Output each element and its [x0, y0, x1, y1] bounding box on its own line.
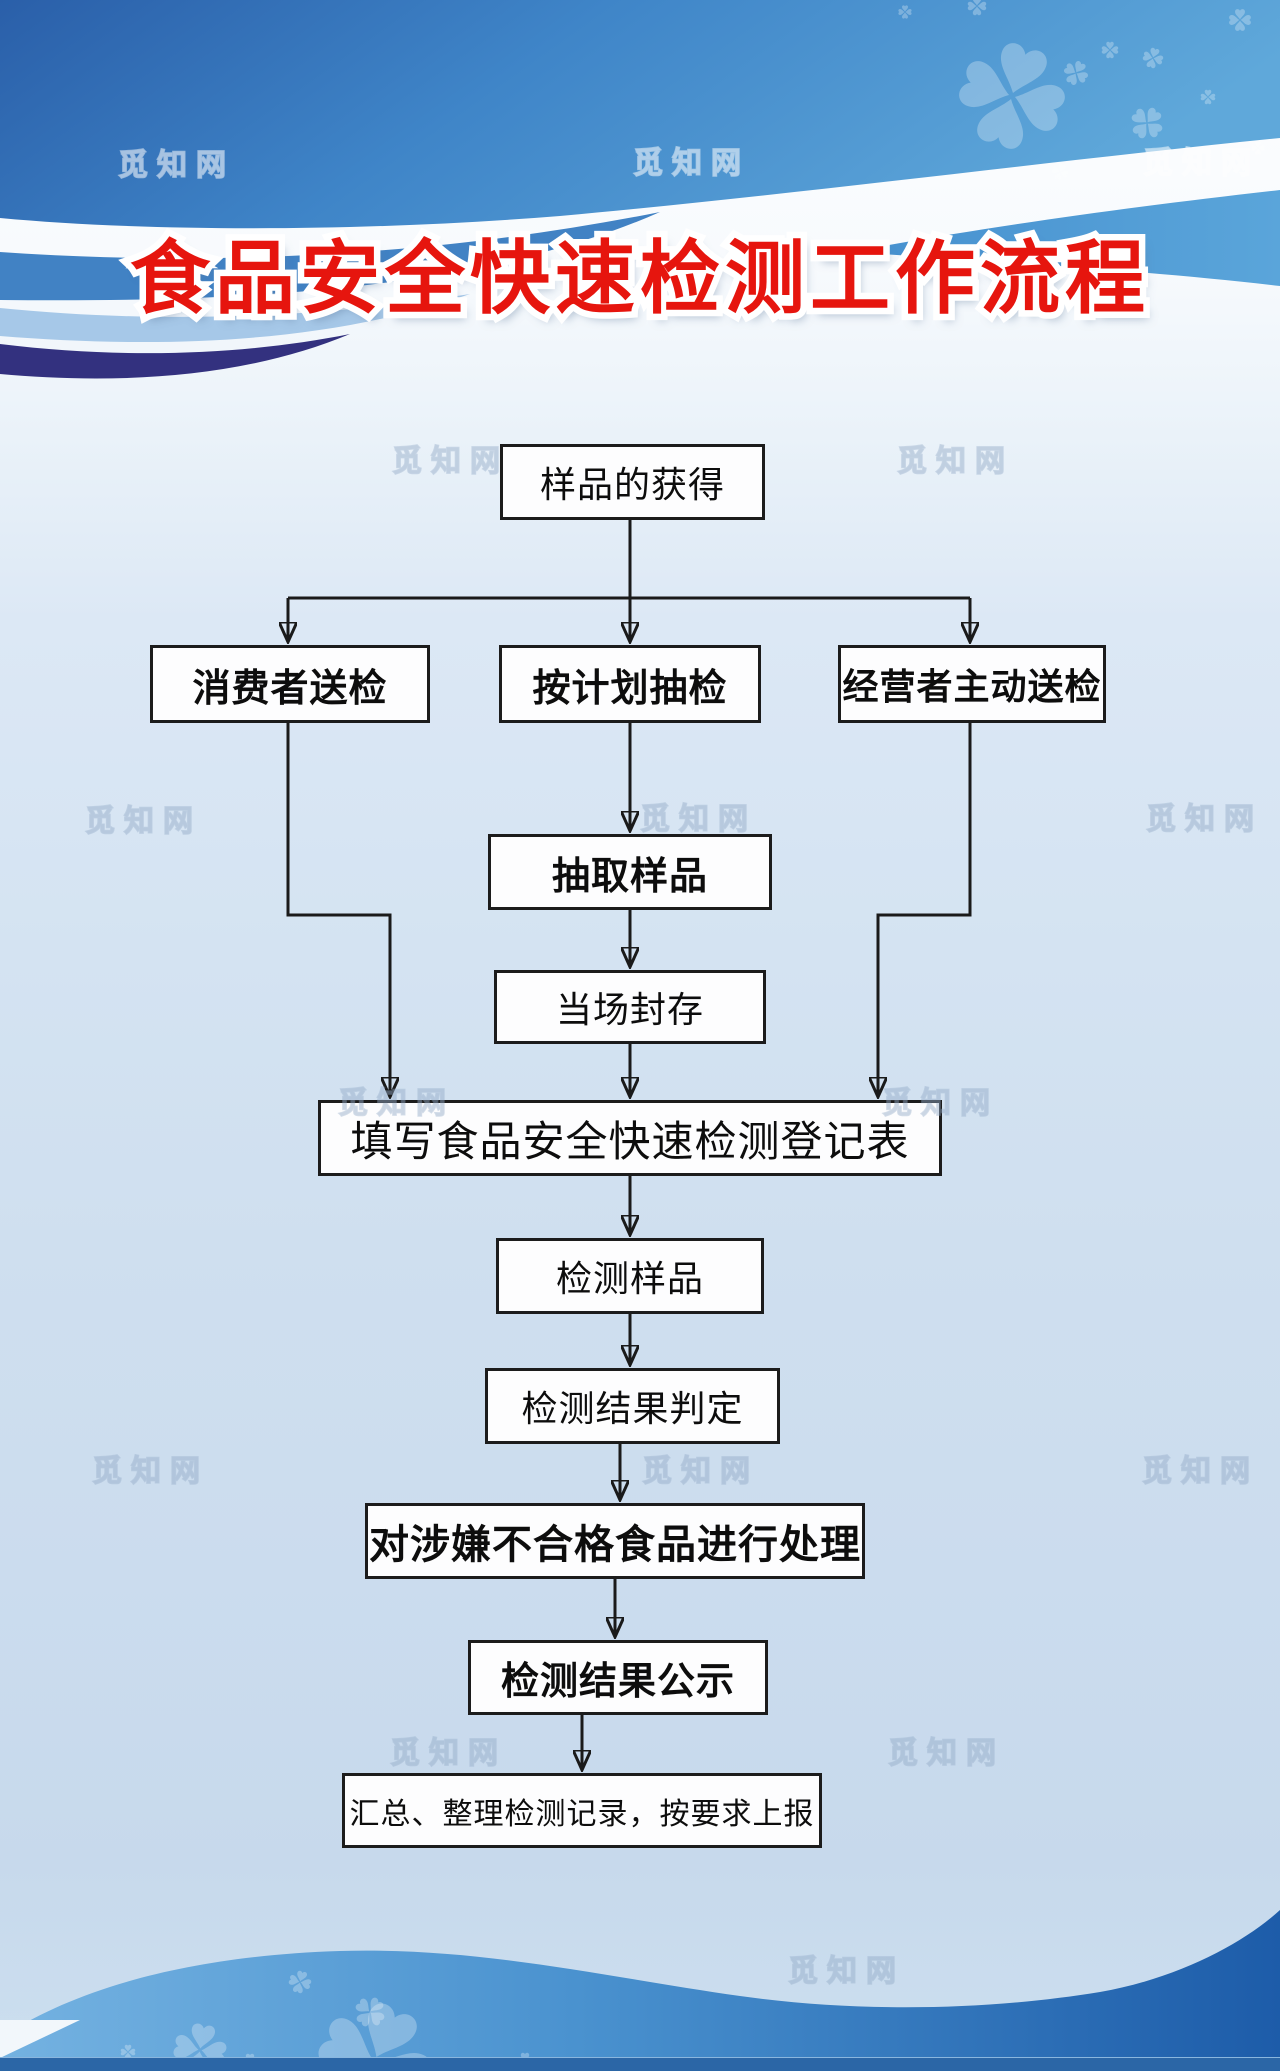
flow-box-judge-result: 检测结果判定	[485, 1368, 780, 1444]
footer-main-wave	[0, 1910, 1280, 2071]
flow-box-sample-acquisition: 样品的获得	[500, 444, 765, 520]
flow-box-label: 检测结果判定	[521, 1389, 744, 1429]
connector-operator-to-register	[878, 723, 972, 1095]
flow-box-planned-sampling: 按计划抽检	[499, 645, 761, 723]
connector-consumer-to-register	[286, 723, 390, 1095]
flow-box-label: 对涉嫌不合格食品进行处理	[369, 1522, 861, 1567]
header-light-stripe	[0, 294, 470, 343]
flow-box-label: 样品的获得	[539, 465, 725, 505]
header-wave-graphic	[0, 0, 1280, 379]
flow-box-label: 消费者送检	[192, 667, 388, 710]
flow-box-label: 当场封存	[555, 990, 704, 1030]
flow-box-seal-on-site: 当场封存	[494, 970, 766, 1044]
poster-title: 食品安全快速检测工作流程 食品安全快速检测工作流程	[0, 214, 1280, 330]
poster-title-text: 食品安全快速检测工作流程	[130, 234, 1150, 323]
header-main-wave	[0, 0, 1280, 229]
flow-box-operator-submission: 经营者主动送检	[838, 645, 1106, 723]
header-indigo-stripe	[0, 334, 350, 379]
flow-box-label: 经营者主动送检	[842, 667, 1102, 707]
header-right-wedge	[850, 190, 1280, 286]
flow-box-label: 按计划抽检	[532, 667, 728, 710]
footer-corner-notch	[0, 2020, 80, 2058]
header-medium-band	[0, 212, 660, 301]
footer-strip-highlight	[0, 2057, 1280, 2059]
flow-box-label: 填写食品安全快速检测登记表	[350, 1119, 910, 1166]
flow-box-label: 检测结果公示	[500, 1661, 735, 1703]
footer-bottom-strip	[0, 2058, 1280, 2071]
footer-wave-graphic	[0, 1910, 1280, 2071]
poster-title-outline: 食品安全快速检测工作流程	[124, 228, 1152, 330]
flow-box-test-sample: 检测样品	[496, 1238, 764, 1314]
flow-box-handle-unqualified-food: 对涉嫌不合格食品进行处理	[365, 1503, 865, 1579]
flow-box-publish-results: 检测结果公示	[468, 1640, 768, 1715]
flow-box-fill-register-form: 填写食品安全快速检测登记表	[318, 1100, 942, 1176]
flow-box-consumer-submission: 消费者送检	[150, 645, 430, 723]
flow-box-label: 抽取样品	[551, 855, 708, 898]
flow-box-summarize-and-report: 汇总、整理检测记录，按要求上报	[342, 1773, 822, 1848]
flow-box-draw-sample: 抽取样品	[488, 834, 772, 910]
flow-box-label: 检测样品	[555, 1259, 704, 1299]
flow-box-label: 汇总、整理检测记录，按要求上报	[349, 1797, 815, 1831]
